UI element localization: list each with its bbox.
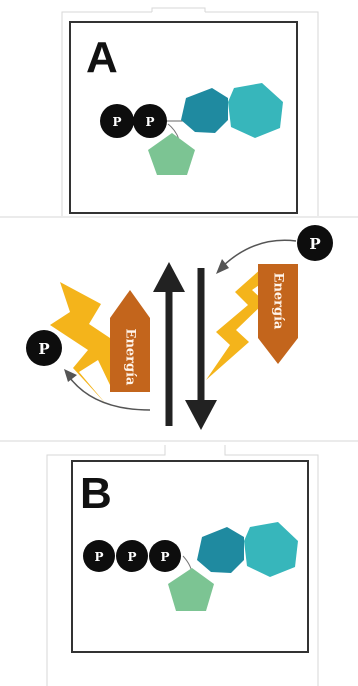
phosphate-circle: P [133, 104, 167, 138]
curved-arrow-out [69, 377, 151, 411]
adenine-hexagon-dark [197, 527, 244, 573]
background-frame-lines [0, 7, 358, 686]
phosphate-circle: P [100, 104, 134, 138]
curved-arrow-in-head [216, 259, 229, 274]
phosphate-circle: P [83, 540, 115, 572]
phosphate-circle: P [116, 540, 148, 572]
curved-arrow-in [222, 239, 297, 267]
panel-a-label: A [86, 33, 118, 82]
phosphate-label: P [160, 550, 169, 564]
energy-label-left: Energía [123, 329, 138, 387]
energy-tag-right [258, 264, 298, 364]
atp-molecule: P P P [83, 522, 298, 611]
adenine-hexagon-light [228, 83, 283, 138]
energy-label-right: Energía [271, 273, 286, 331]
panel-a: A P P [69, 21, 298, 214]
phosphate-label: P [309, 235, 320, 253]
adenine-hexagon-dark [181, 88, 228, 133]
adenine-hexagon-light [244, 522, 298, 577]
panel-b-label: B [80, 469, 112, 518]
lightning-bolt-right [206, 268, 272, 380]
energy-tag-left [110, 290, 150, 392]
phosphate-label: P [94, 550, 103, 564]
panel-b: B P P P [71, 460, 309, 653]
phosphate-label: P [145, 115, 154, 129]
lightning-bolt-left [50, 282, 128, 404]
phosphate-label: P [127, 550, 136, 564]
ribose-pentagon [148, 133, 195, 175]
released-phosphate: P [26, 330, 62, 366]
reaction-area: Energía Energía P P [26, 225, 333, 430]
adp-molecule: P P [100, 83, 283, 175]
curved-arrow-out-head [64, 369, 77, 382]
phosphate-circle: P [149, 540, 181, 572]
down-arrow [185, 268, 217, 430]
phosphate-label: P [112, 115, 121, 129]
phosphate-label: P [38, 340, 49, 358]
ribose-pentagon [168, 568, 214, 611]
up-arrow [153, 262, 185, 426]
added-phosphate: P [297, 225, 333, 261]
